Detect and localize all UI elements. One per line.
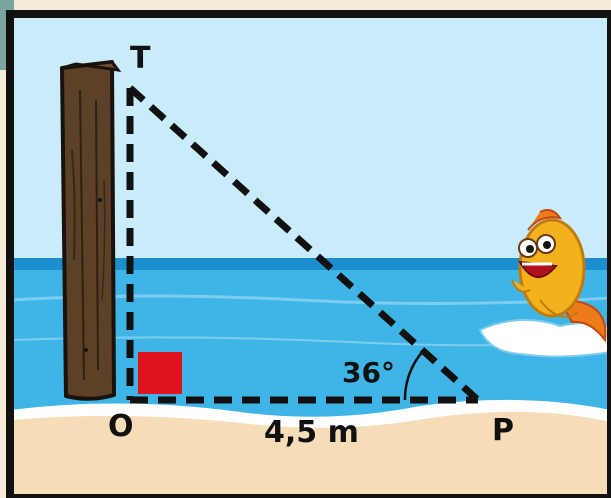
angle-label: 36° <box>342 356 395 389</box>
vertex-label-T: T <box>130 41 151 76</box>
wooden-post <box>60 60 122 401</box>
angle-arc <box>403 350 424 401</box>
sand <box>10 399 611 498</box>
fish-character <box>478 209 611 358</box>
vertex-label-O: O <box>108 409 134 444</box>
side-TP <box>127 85 481 403</box>
base-length-label: 4,5 m <box>264 415 359 450</box>
frame-border <box>6 10 611 498</box>
vertex-label-P: P <box>492 413 514 448</box>
right-angle-marker <box>138 352 182 394</box>
